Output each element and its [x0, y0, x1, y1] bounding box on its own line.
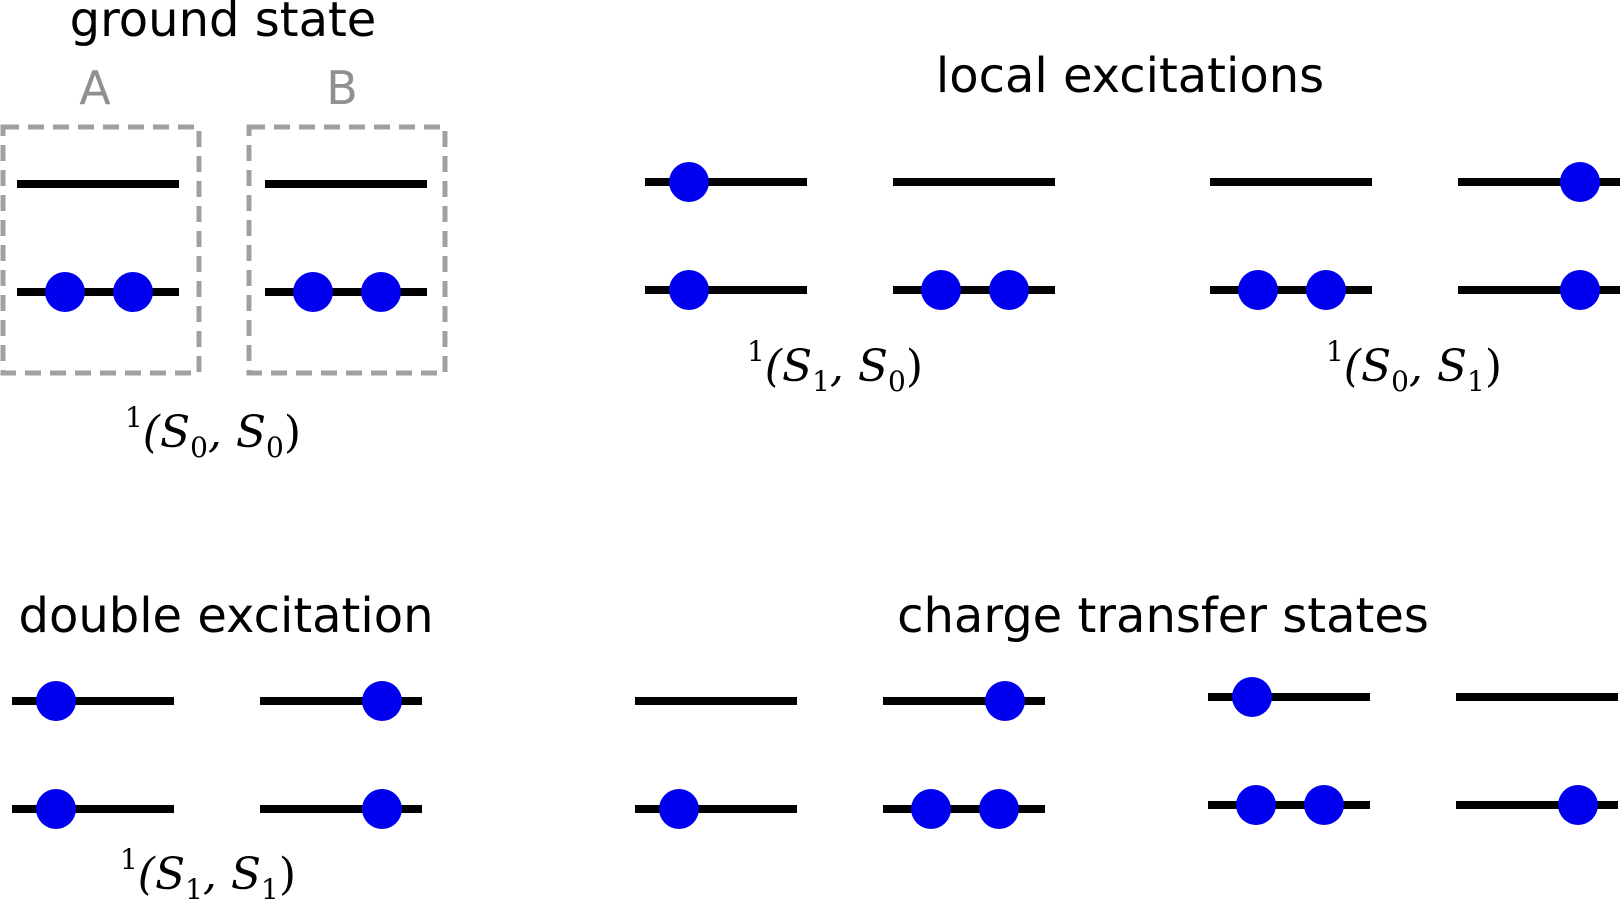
- label-end: ): [284, 407, 301, 458]
- spin-superscript: 1: [120, 843, 138, 876]
- electron: [361, 272, 401, 312]
- electron: [989, 270, 1029, 310]
- electron: [36, 681, 76, 721]
- state-label-s1-s0: 1(S1, S0): [747, 335, 923, 398]
- state-label-s1-s1: 1(S1, S1): [120, 843, 296, 904]
- state-label-s0-s1: 1(S0, S1): [1326, 335, 1502, 398]
- electron: [1236, 785, 1276, 825]
- monomer-b-label: B: [326, 61, 358, 115]
- config-charge-transfer-1: [635, 681, 1045, 829]
- monomer-a-label: A: [79, 61, 111, 115]
- label-sub: 0: [1391, 365, 1409, 398]
- electron: [1560, 270, 1600, 310]
- electron: [1558, 785, 1598, 825]
- label-body: (S: [143, 407, 190, 458]
- electron: [1238, 270, 1278, 310]
- electron: [362, 681, 402, 721]
- label-end: ): [1485, 341, 1502, 392]
- electron: [669, 270, 709, 310]
- spin-superscript: 1: [747, 335, 765, 368]
- electron: [911, 789, 951, 829]
- label-end: ): [279, 849, 296, 900]
- label-body: (S: [765, 341, 812, 392]
- label-sub: 1: [185, 873, 203, 904]
- monomer-a-box: [0, 124, 202, 376]
- electron: [669, 162, 709, 202]
- electron: [1306, 270, 1346, 310]
- electron: [36, 789, 76, 829]
- label-end: ): [906, 341, 923, 392]
- double-excitation-title: double excitation: [18, 588, 433, 644]
- label-sub: 1: [812, 365, 830, 398]
- config-local-s0-s1: [1210, 162, 1620, 310]
- config-local-s1-s0: [645, 162, 1055, 310]
- electron: [113, 272, 153, 312]
- monomer-b-box: [246, 124, 448, 376]
- electron: [921, 270, 961, 310]
- label-sub: 0: [190, 431, 208, 464]
- config-double-s1-s1: [12, 681, 422, 829]
- electron: [1560, 162, 1600, 202]
- spin-superscript: 1: [1326, 335, 1344, 368]
- label-mid: , S: [208, 407, 266, 458]
- label-sub: 0: [266, 431, 284, 464]
- charge-transfer-states-title: charge transfer states: [897, 588, 1429, 644]
- label-sub: 1: [261, 873, 279, 904]
- config-charge-transfer-2: [1208, 677, 1618, 825]
- electron: [979, 789, 1019, 829]
- electron: [1304, 785, 1344, 825]
- label-body: (S: [1344, 341, 1391, 392]
- ground-state-title: ground state: [70, 0, 377, 48]
- electron: [1232, 677, 1272, 717]
- electron: [985, 681, 1025, 721]
- label-mid: , S: [830, 341, 888, 392]
- label-mid: , S: [1409, 341, 1467, 392]
- label-sub: 1: [1467, 365, 1485, 398]
- config-ground-state: [17, 180, 427, 312]
- electron: [659, 789, 699, 829]
- electron: [362, 789, 402, 829]
- electron: [45, 272, 85, 312]
- spin-superscript: 1: [125, 401, 143, 434]
- electron: [293, 272, 333, 312]
- label-mid: , S: [203, 849, 261, 900]
- local-excitations-title: local excitations: [936, 48, 1324, 104]
- label-sub: 0: [888, 365, 906, 398]
- state-label-ground: 1(S0, S0): [125, 401, 301, 464]
- label-body: (S: [138, 849, 185, 900]
